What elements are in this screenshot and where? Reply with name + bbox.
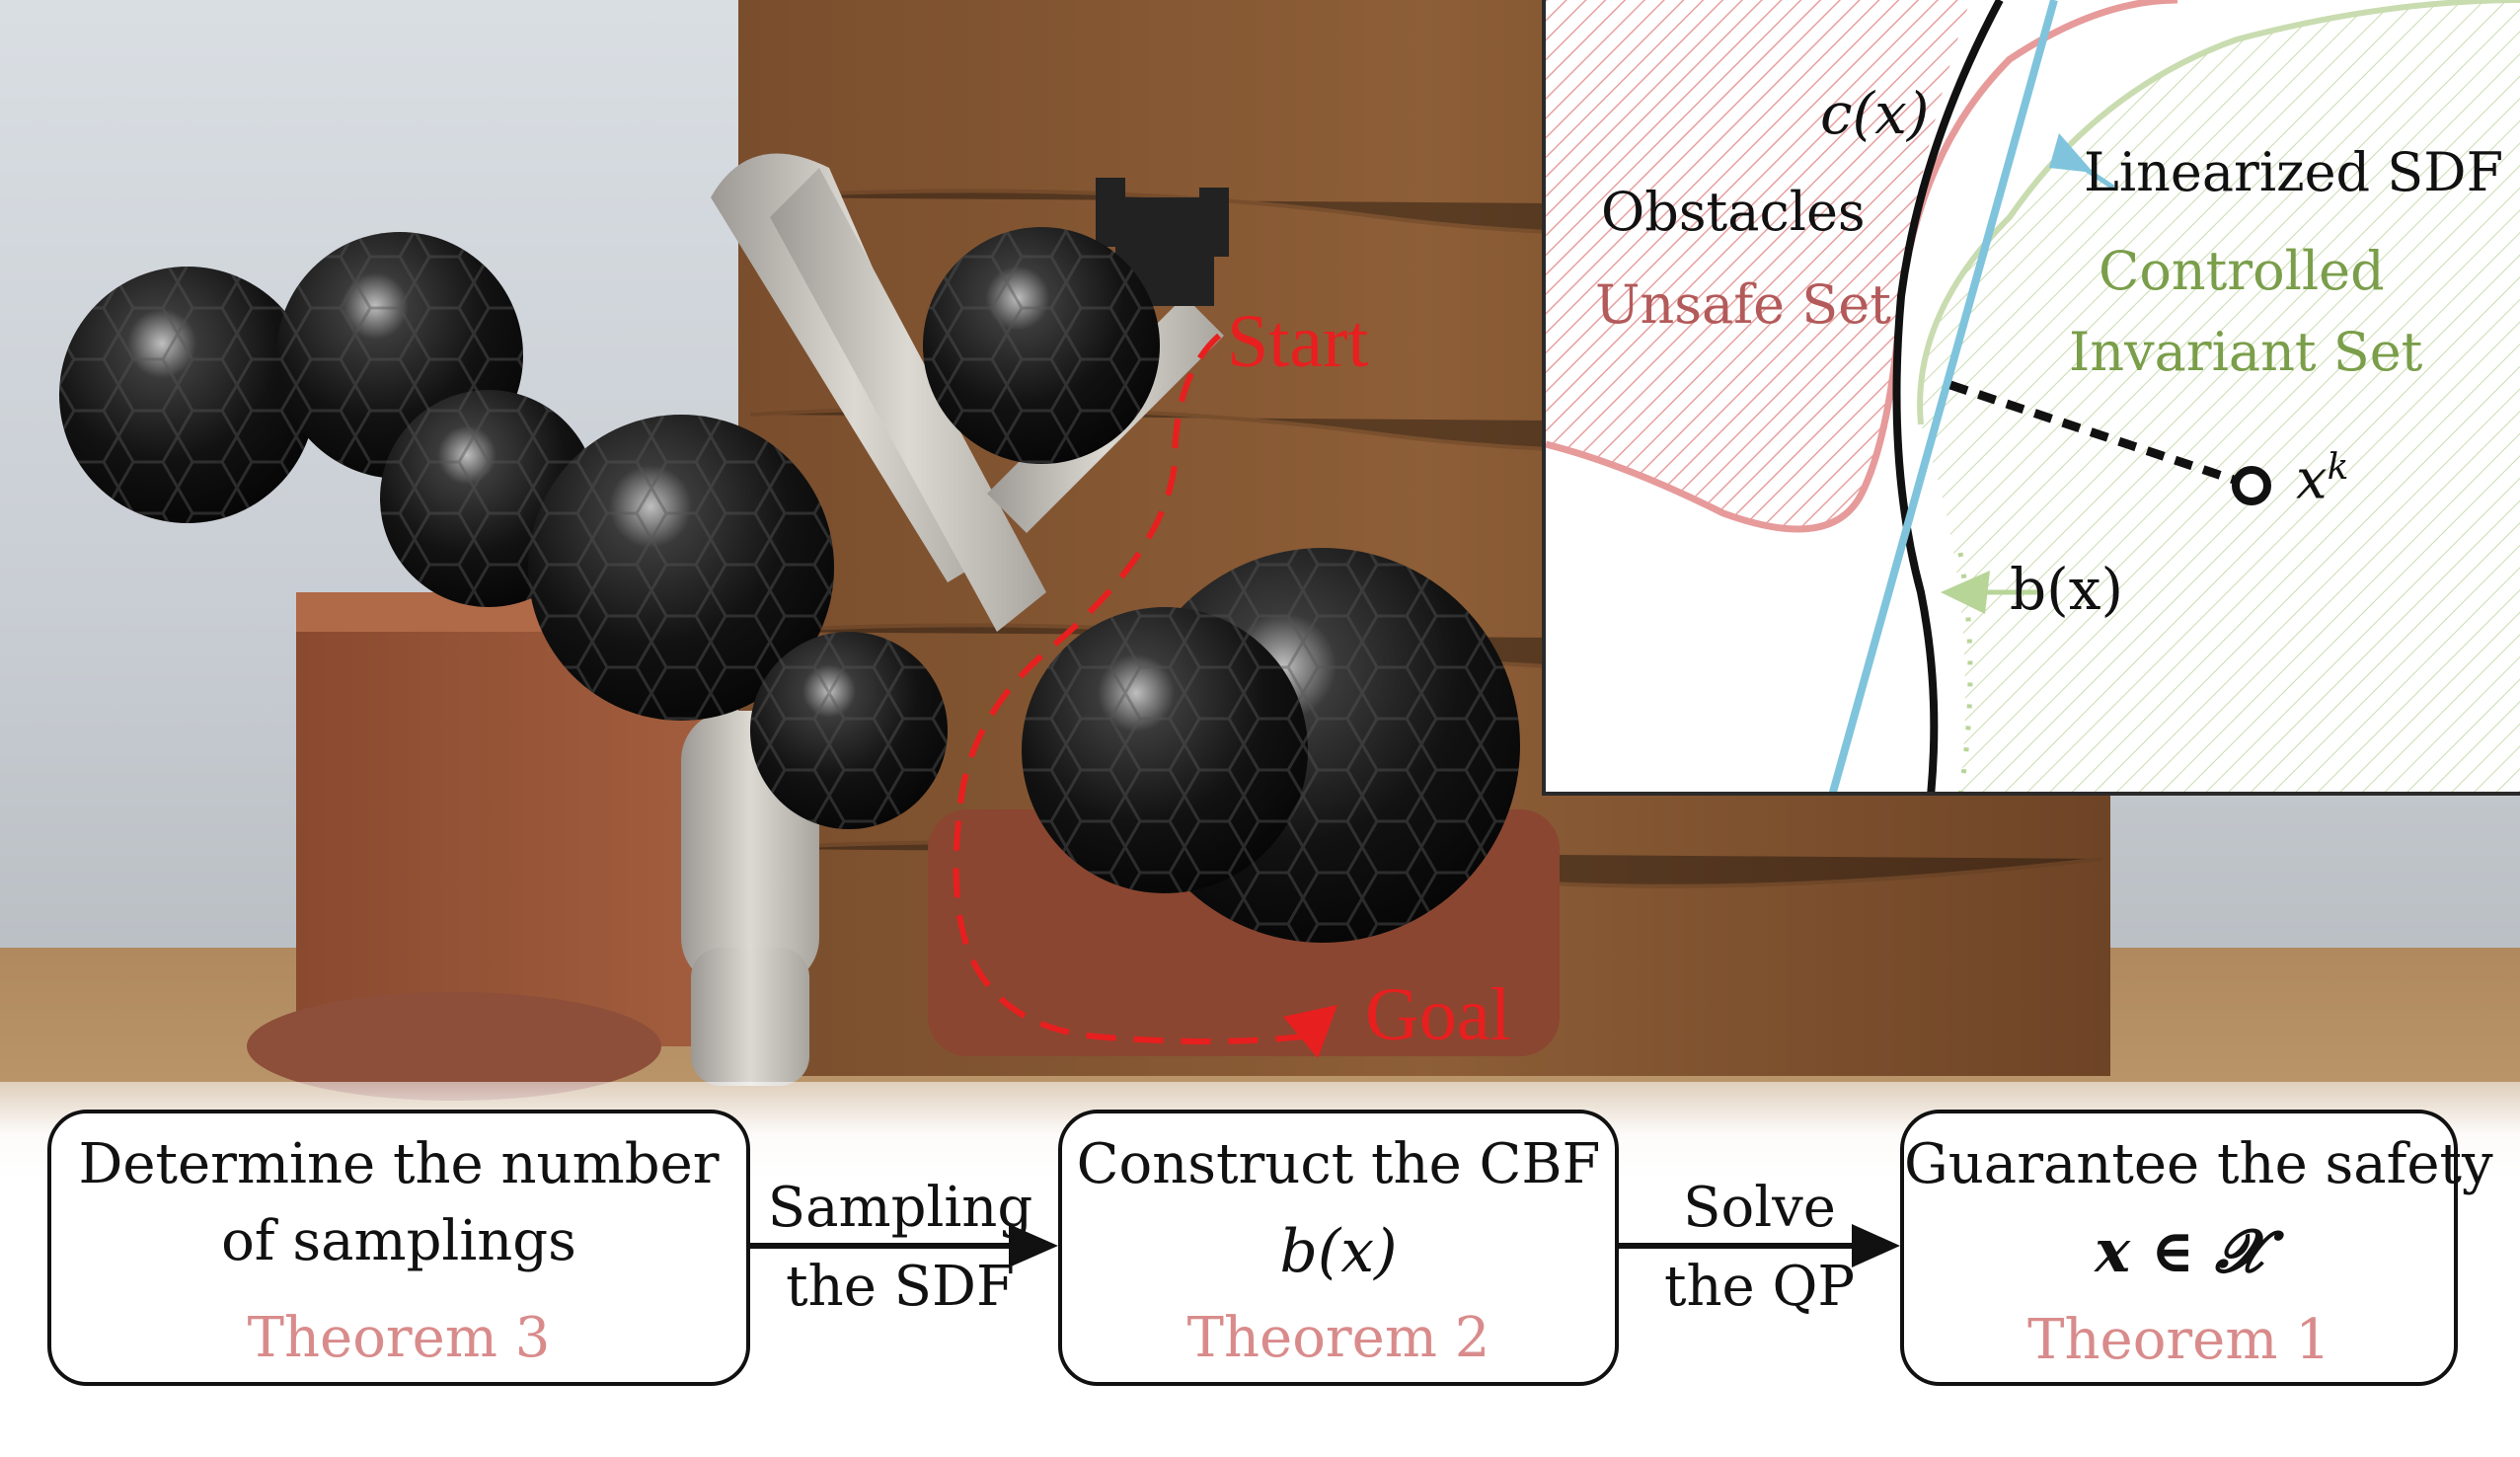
sdf-curve-c <box>1892 0 2004 792</box>
arrow2-label-top: Solve <box>1683 1176 1836 1240</box>
arrow-2-head <box>1852 1224 1900 1267</box>
step3-theorem: Theorem 1 <box>2027 1308 2330 1372</box>
unsafe-boundary <box>1546 0 2178 533</box>
state-point <box>2232 466 2271 505</box>
step1-line2: of samplings <box>221 1209 576 1273</box>
curve-c-label: c(x) <box>1820 80 1930 147</box>
goal-arrowhead <box>1283 1005 1337 1058</box>
start-label: Start <box>1227 300 1369 383</box>
cylinder-left <box>247 992 661 1101</box>
arrow-1-head <box>1009 1224 1058 1267</box>
obstacles-label: Obstacles <box>1601 181 1866 243</box>
step3-line1: Guarantee the safety <box>1904 1132 2493 1196</box>
step3-math: x ∈ 𝓧 <box>2095 1217 2263 1286</box>
linearized-sdf-label: Linearized SDF <box>2084 141 2504 203</box>
planned-path <box>953 333 1304 1044</box>
invariant-set-label: Invariant Set <box>2069 321 2423 383</box>
arrow1-label-bottom: the SDF <box>786 1255 1015 1319</box>
unsafe-region <box>1546 0 1970 529</box>
pipeline-step-sampling: Determine the number of samplings Theore… <box>47 1110 750 1386</box>
linearized-sdf-line <box>1828 0 2058 792</box>
step1-theorem: Theorem 3 <box>247 1306 551 1370</box>
controlled-invariant-region <box>1920 0 2520 792</box>
step2-math: b(x) <box>1279 1217 1398 1286</box>
arrow1-label-top: Sampling <box>767 1176 1033 1240</box>
obstacle-balls <box>59 227 1520 943</box>
state-label: xk <box>2296 447 2349 512</box>
linearized-pointer <box>2049 133 2094 173</box>
step2-line1: Construct the CBF <box>1076 1132 1601 1196</box>
goal-label: Goal <box>1365 973 1511 1056</box>
barrier-label: b(x) <box>2010 556 2124 623</box>
arrow2-label-bottom: the QP <box>1663 1255 1856 1319</box>
step2-theorem: Theorem 2 <box>1186 1306 1490 1370</box>
controlled-invariant-boundary <box>1917 0 2520 425</box>
pipeline-step-safety: Guarantee the safety x ∈ 𝓧 Theorem 1 <box>1900 1110 2493 1386</box>
barrier-pointer <box>1941 571 1990 614</box>
sdf-inset-diagram: c(x) Linearized SDF Obstacles Unsafe Set… <box>1542 0 2520 796</box>
pipeline-step-cbf: Construct the CBF b(x) Theorem 2 <box>1058 1110 1619 1386</box>
distance-segment <box>1948 380 2253 491</box>
controlled-label: Controlled <box>2099 240 2385 302</box>
step1-line1: Determine the number <box>78 1132 720 1196</box>
unsafe-set-label: Unsafe Set <box>1595 273 1891 336</box>
